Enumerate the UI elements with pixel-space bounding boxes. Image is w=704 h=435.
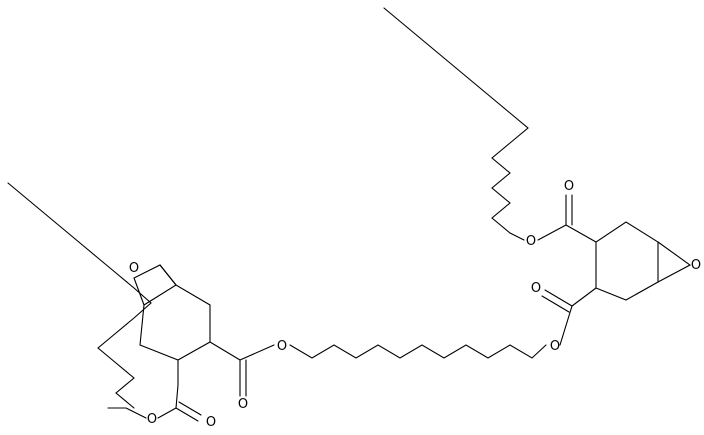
left-epoxide	[133, 264, 177, 306]
left-ester2-o	[239, 344, 275, 361]
epoxide-left-label: O	[129, 261, 139, 276]
octyl-chain-left	[7, 182, 152, 409]
carbonyl-o-right-chain-label: O	[531, 281, 541, 296]
left-carbonyl-double-1	[175, 407, 199, 422]
right-ester1-o	[537, 224, 567, 241]
carbonyl-o-left-chain-label: O	[238, 397, 248, 412]
epoxide-right-label: O	[691, 258, 701, 273]
right-ring-to-ester2	[571, 287, 597, 307]
carbonyl-o-right-top-label: O	[564, 179, 574, 194]
left-ring-to-ester	[209, 341, 241, 361]
right-ring	[595, 221, 659, 301]
left-epoxide-cc	[159, 264, 177, 286]
ester-o-left-chain-label: O	[277, 339, 287, 354]
left-carbonyl-double-2	[178, 401, 202, 416]
ester-o-right-chain-label: O	[550, 339, 560, 354]
ester-o-left-ring-label: O	[147, 412, 157, 427]
carbonyl-o-left-ring-label: O	[206, 415, 216, 430]
left-ester-tail	[107, 407, 147, 419]
left-carbonyl-c	[175, 384, 179, 409]
right-ester2-o	[559, 305, 573, 346]
right-carbonyl2-double-2	[541, 295, 570, 313]
right-epoxide	[657, 241, 692, 283]
octyl-chain-right	[383, 7, 529, 234]
right-ester1-o-chain	[509, 232, 525, 241]
left-ester-o-bond	[157, 407, 177, 419]
central-chain	[289, 344, 547, 359]
right-ring-to-ester1	[565, 224, 597, 243]
ester-o-right-top-label: O	[526, 234, 536, 249]
right-carbonyl2-double-1	[544, 289, 573, 307]
left-ring	[139, 284, 211, 361]
